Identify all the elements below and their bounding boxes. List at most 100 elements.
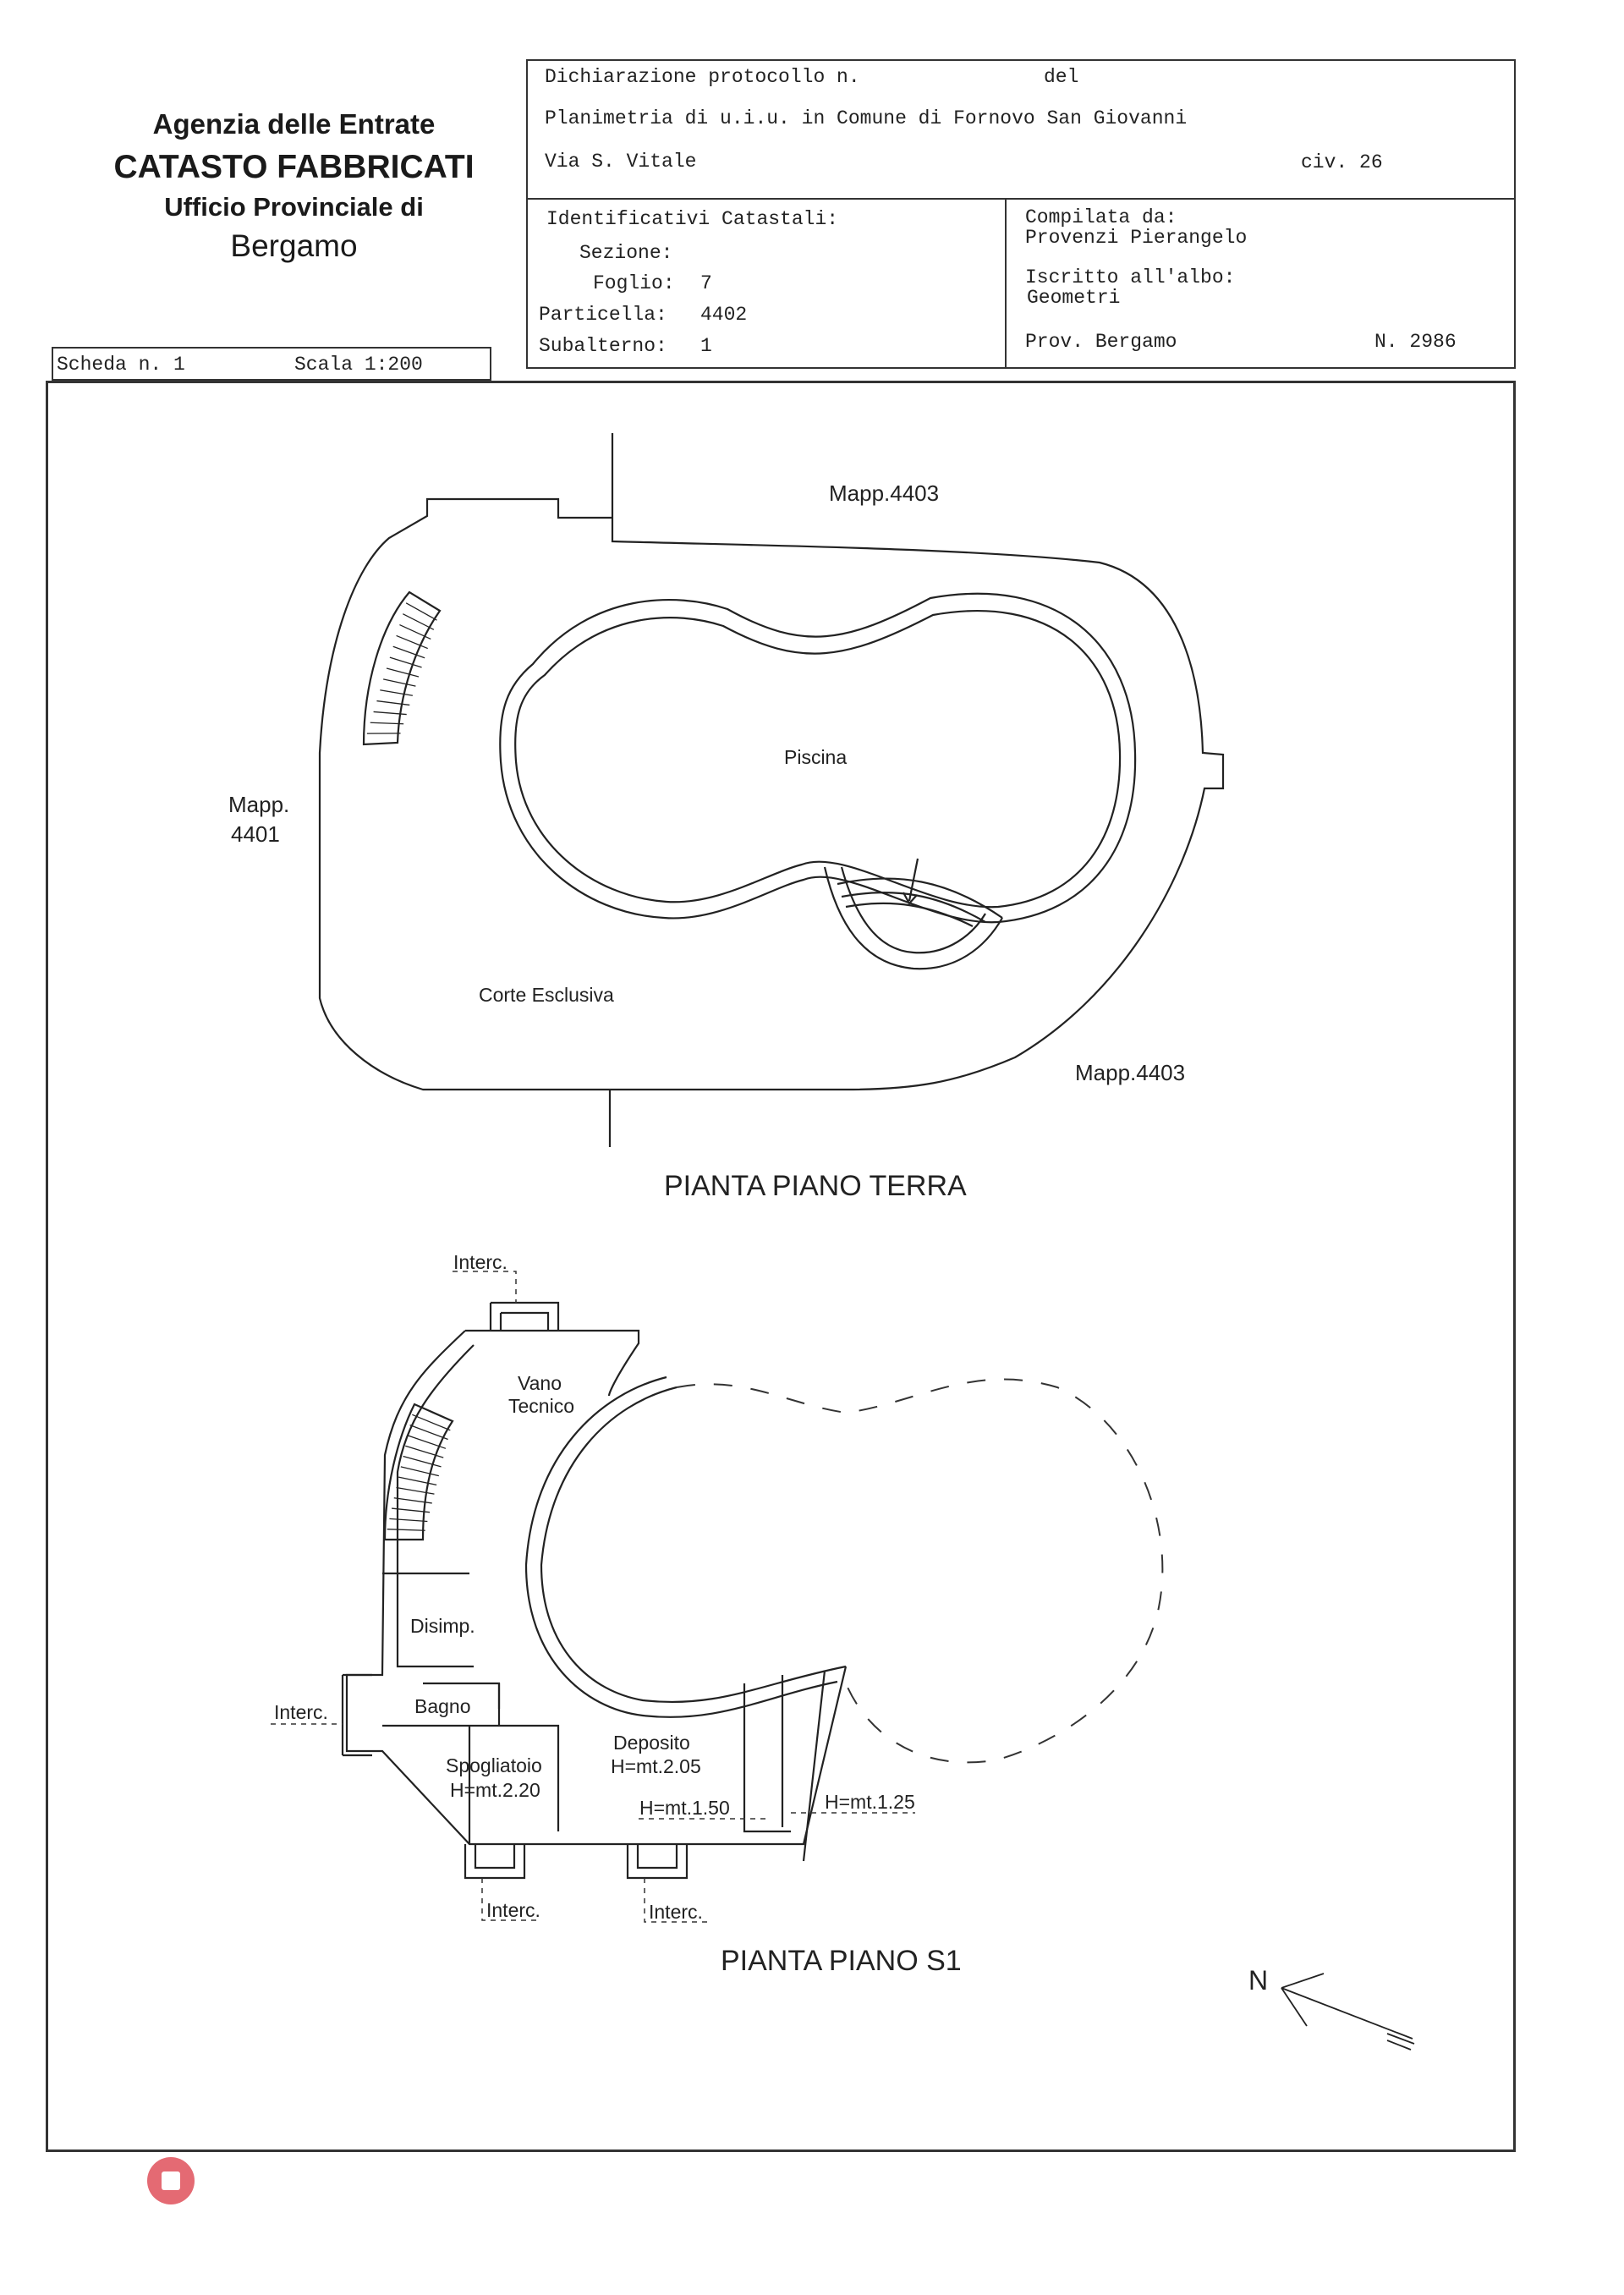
stair-tread — [396, 634, 428, 650]
scheda-number: Scheda n. 1 — [57, 354, 185, 376]
foglio-value: 7 — [700, 272, 712, 294]
stair-tread — [409, 1425, 448, 1441]
north-label: N — [1248, 1965, 1268, 1996]
stair-tread — [398, 1476, 437, 1486]
pool-steps-lobe-inner — [840, 866, 986, 954]
ufficio-label: Ufficio Provinciale di — [164, 192, 424, 222]
s1-slope-wall — [802, 1670, 826, 1862]
stair-tread — [380, 689, 413, 696]
province-code: Prov. Bergamo — [1025, 331, 1177, 353]
subalterno-label: Subalterno: — [539, 335, 667, 357]
vano-label-1: Vano — [518, 1372, 562, 1394]
deposito-label-1: Deposito — [613, 1732, 690, 1754]
particella-value: 4402 — [700, 304, 748, 326]
subalterno-value: 1 — [700, 335, 712, 357]
piscina-label: Piscina — [784, 746, 847, 768]
interc-bottom-box-2 — [626, 1844, 689, 1880]
interc-bottom-label-1: Interc. — [486, 1899, 540, 1921]
pool-outline-inner — [514, 610, 1122, 909]
compilata-label: Compilata da: — [1025, 206, 1177, 228]
stair-tread — [392, 645, 425, 659]
stair-tread — [407, 1435, 447, 1449]
stair-tread — [387, 1529, 425, 1531]
spogliatoio-label-2: H=mt.2.20 — [450, 1779, 540, 1801]
stair-tread — [393, 1497, 432, 1504]
stair-tread — [389, 1518, 428, 1523]
scheda-scale: Scala 1:200 — [294, 354, 423, 376]
interc-left-box — [341, 1673, 372, 1757]
corte-label: Corte Esclusiva — [479, 984, 614, 1006]
mapp-4401-line2: 4401 — [231, 821, 280, 847]
iscritto-label: Iscritto all'albo: — [1025, 266, 1236, 288]
planimetria-label: Planimetria di u.i.u. in Comune di Forno… — [545, 107, 1188, 129]
agency-name: Agenzia delle Entrate — [152, 108, 436, 140]
pool-steps-arrow — [903, 858, 919, 905]
sticky-note-icon[interactable] — [147, 2157, 195, 2204]
stair-tread — [405, 1445, 444, 1458]
bagno-label: Bagno — [414, 1695, 471, 1717]
pool-outline-outer — [499, 592, 1137, 924]
pool-step-line-1 — [837, 877, 1003, 919]
stair-tread — [383, 678, 416, 687]
terra-stairs-outer — [362, 590, 442, 746]
stair-tread — [376, 700, 410, 706]
particella-label: Particella: — [539, 304, 667, 326]
scheda-box: Scheda n. 1 Scala 1:200 — [52, 347, 491, 381]
h125-label: H=mt.1.25 — [825, 1791, 915, 1813]
stair-tread — [370, 722, 404, 725]
header-divider-v — [1005, 198, 1007, 367]
iscritto-value: Geometri — [1027, 287, 1121, 309]
s1-title: PIANTA PIANO S1 — [721, 1945, 962, 1977]
h150-label: H=mt.1.50 — [639, 1797, 730, 1819]
address: Via S. Vitale — [545, 151, 697, 173]
mapp-4401-line1: Mapp. — [228, 792, 289, 817]
terra-property-outline — [318, 433, 1225, 1091]
stair-tread — [405, 602, 437, 621]
identificativi-label: Identificativi Catastali: — [546, 208, 839, 230]
stair-tread — [402, 613, 435, 630]
stair-tread — [373, 711, 407, 716]
pool-steps-lobe — [823, 866, 1003, 970]
registration-number: N. 2986 — [1374, 331, 1457, 353]
catasto-title: CATASTO FABBRICATI — [113, 149, 475, 185]
s1-pool-wall-outer — [524, 1375, 838, 1718]
stair-tread — [399, 623, 431, 640]
vano-label-2: Tecnico — [508, 1395, 574, 1417]
province-name: Bergamo — [230, 228, 358, 263]
mapp-4403-top: Mapp.4403 — [829, 480, 939, 506]
pool-step-line-3 — [845, 902, 974, 927]
deposito-label-2: H=mt.2.05 — [611, 1755, 701, 1777]
del-label: del — [1044, 66, 1079, 88]
civic-number: civ. 26 — [1301, 151, 1383, 173]
north-arrow — [1281, 1973, 1415, 2051]
foglio-label: Foglio: — [593, 272, 675, 294]
stair-tread — [403, 1455, 442, 1468]
interc-bottom-box-1 — [464, 1844, 526, 1880]
header-divider-h — [528, 198, 1514, 200]
s1-inner-wall-left — [396, 1344, 475, 1668]
interc-bottom-label-2: Interc. — [649, 1901, 703, 1923]
header-table: Dichiarazione protocollo n. del Planimet… — [526, 59, 1516, 369]
interc-b2-leader — [644, 1878, 710, 1923]
terra-title: PIANTA PIANO TERRA — [664, 1170, 967, 1202]
s1-stair-treads — [387, 1414, 451, 1531]
mapp-4403-bottom: Mapp.4403 — [1075, 1060, 1185, 1085]
interc-top-label: Interc. — [453, 1251, 508, 1273]
stair-tread — [392, 1507, 431, 1513]
interc-top-box — [489, 1301, 560, 1331]
stair-tread — [412, 1414, 451, 1431]
disimp-label: Disimp. — [410, 1615, 475, 1637]
protocollo-label: Dichiarazione protocollo n. — [545, 66, 860, 88]
interc-b1-leader — [481, 1878, 541, 1921]
s1-pool-dashed-outline — [676, 1378, 1164, 1764]
s1-stairs — [383, 1403, 454, 1541]
s1-bagno-wall — [423, 1682, 501, 1844]
stair-tread — [389, 656, 422, 668]
compilata-name: Provenzi Pierangelo — [1025, 227, 1248, 249]
sezione-label: Sezione: — [579, 242, 673, 264]
terra-stair-treads — [366, 602, 437, 734]
s1-outer-wall — [345, 1329, 848, 1846]
drawing-frame — [46, 381, 1516, 2152]
interc-left-label: Interc. — [274, 1701, 328, 1723]
